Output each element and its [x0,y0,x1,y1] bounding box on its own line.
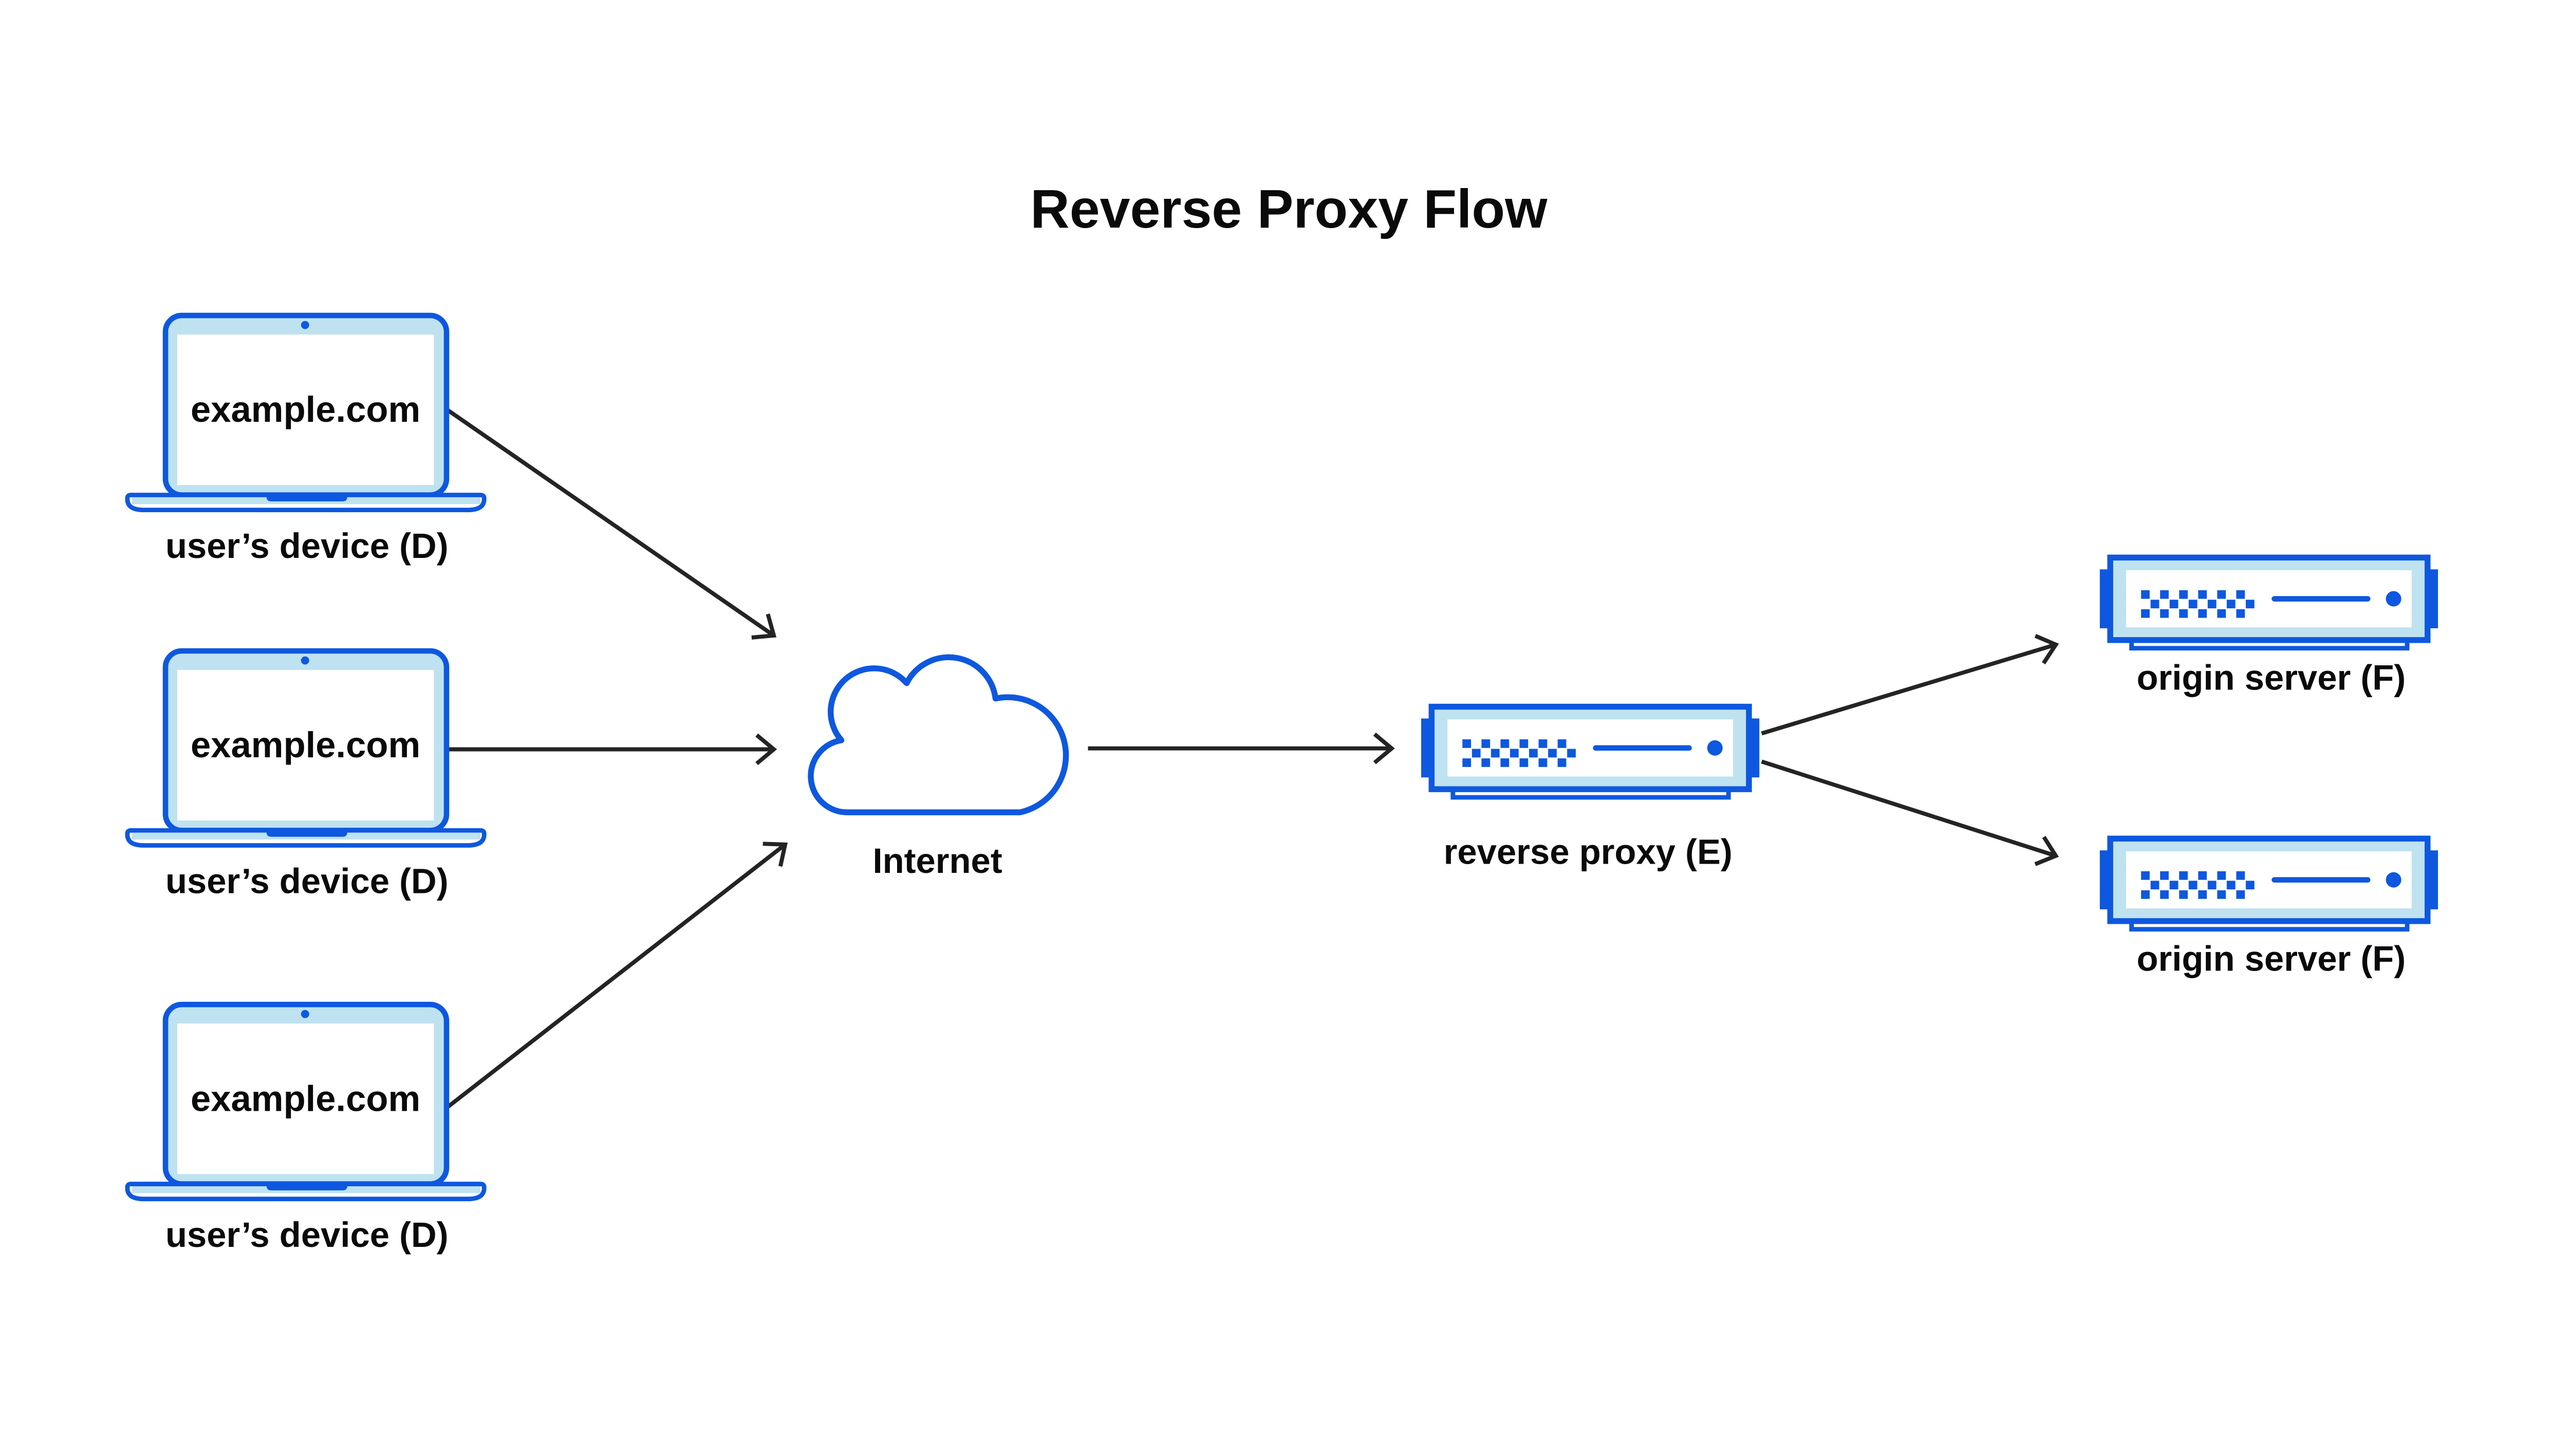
arrow-device-3-to-internet [443,842,788,1112]
reverse-proxy-label: reverse proxy (E) [1444,832,1733,871]
node-origin-server-2: origin server (F) [2100,838,2438,979]
cloud-icon [808,654,1069,815]
flow-arrows [443,408,2059,1112]
origin-server-label: origin server (F) [2136,658,2406,698]
internet-label: Internet [872,841,1002,881]
page-title: Reverse Proxy Flow [1030,179,1548,239]
arrow-proxy-to-origin-2 [1761,759,2059,866]
node-origin-server-1: origin server (F) [2100,557,2438,698]
arrow-proxy-to-origin-1 [1761,634,2059,736]
server-icon [1421,707,1759,797]
device-screen-text: example.com [191,724,420,765]
node-device-2: example.com user’s device (D) [127,651,484,901]
device-label: user’s device (D) [165,1215,449,1255]
device-screen-text: example.com [191,1078,420,1118]
node-reverse-proxy: reverse proxy (E) [1421,707,1759,871]
arrow-device-1-to-internet [446,408,777,640]
node-device-1: example.com user’s device (D) [127,315,484,566]
node-internet: Internet [808,654,1069,881]
device-screen-text: example.com [191,389,420,430]
node-device-3: example.com user’s device (D) [127,1004,484,1255]
server-icon [2100,557,2438,648]
server-icon [2100,838,2438,929]
origin-server-label: origin server (F) [2136,939,2406,979]
device-label: user’s device (D) [165,862,449,901]
device-label: user’s device (D) [165,526,449,566]
